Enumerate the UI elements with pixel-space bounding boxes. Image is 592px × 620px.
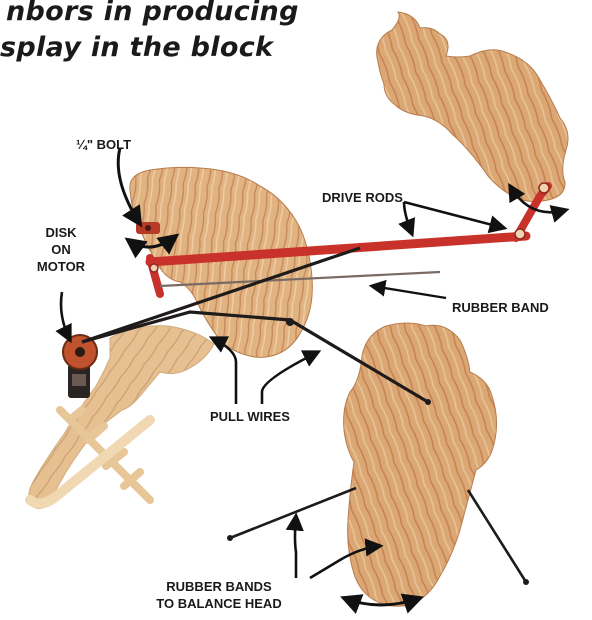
balance-band-left-end: [227, 535, 233, 541]
label-quarter-inch-bolt: ¼" BOLT: [76, 136, 131, 153]
arrow-drive-rods-2: [404, 202, 504, 228]
headline-line-2: splay in the block: [0, 32, 273, 63]
label-on-line: ON: [20, 241, 102, 258]
balance-band-left: [230, 488, 356, 538]
wood-figure-lower-left: [29, 326, 214, 509]
arrow-balance-bands-1: [295, 516, 296, 578]
label-pull-wires: PULL WIRES: [210, 408, 290, 425]
arrow-pull-wires-2: [262, 352, 318, 404]
arrow-disk-on-motor: [61, 292, 70, 340]
balance-band-right-end: [523, 579, 529, 585]
drive-rod-pivot-right: [539, 183, 549, 193]
label-rubber-bands-balance-head: RUBBER BANDS TO BALANCE HEAD: [134, 578, 304, 612]
label-disk-on-motor: DISK ON MOTOR: [20, 224, 102, 275]
label-motor-line: MOTOR: [20, 258, 102, 275]
label-disk-line: DISK: [20, 224, 102, 241]
wood-figure-upper-right: [377, 12, 568, 202]
arrow-drive-rods-1: [404, 202, 412, 234]
headline-line-1: nbors in producing: [6, 0, 299, 27]
label-rubber-band: RUBBER BAND: [452, 299, 549, 316]
motor-detail: [72, 374, 86, 386]
label-rubber-bands-line: RUBBER BANDS: [134, 578, 304, 595]
label-to-balance-head-line: TO BALANCE HEAD: [134, 595, 304, 612]
drive-rod-pivot-mid: [515, 229, 525, 239]
drive-rod-pivot-left: [150, 264, 158, 272]
quarter-inch-bolt: [145, 225, 151, 231]
balance-band-right: [468, 490, 526, 582]
label-drive-rods: DRIVE RODS: [322, 189, 403, 206]
pull-wire-anchor: [286, 318, 294, 326]
arrow-rubber-band: [372, 286, 446, 298]
motor-disk-hub: [75, 347, 85, 357]
pull-wire-end: [425, 399, 431, 405]
